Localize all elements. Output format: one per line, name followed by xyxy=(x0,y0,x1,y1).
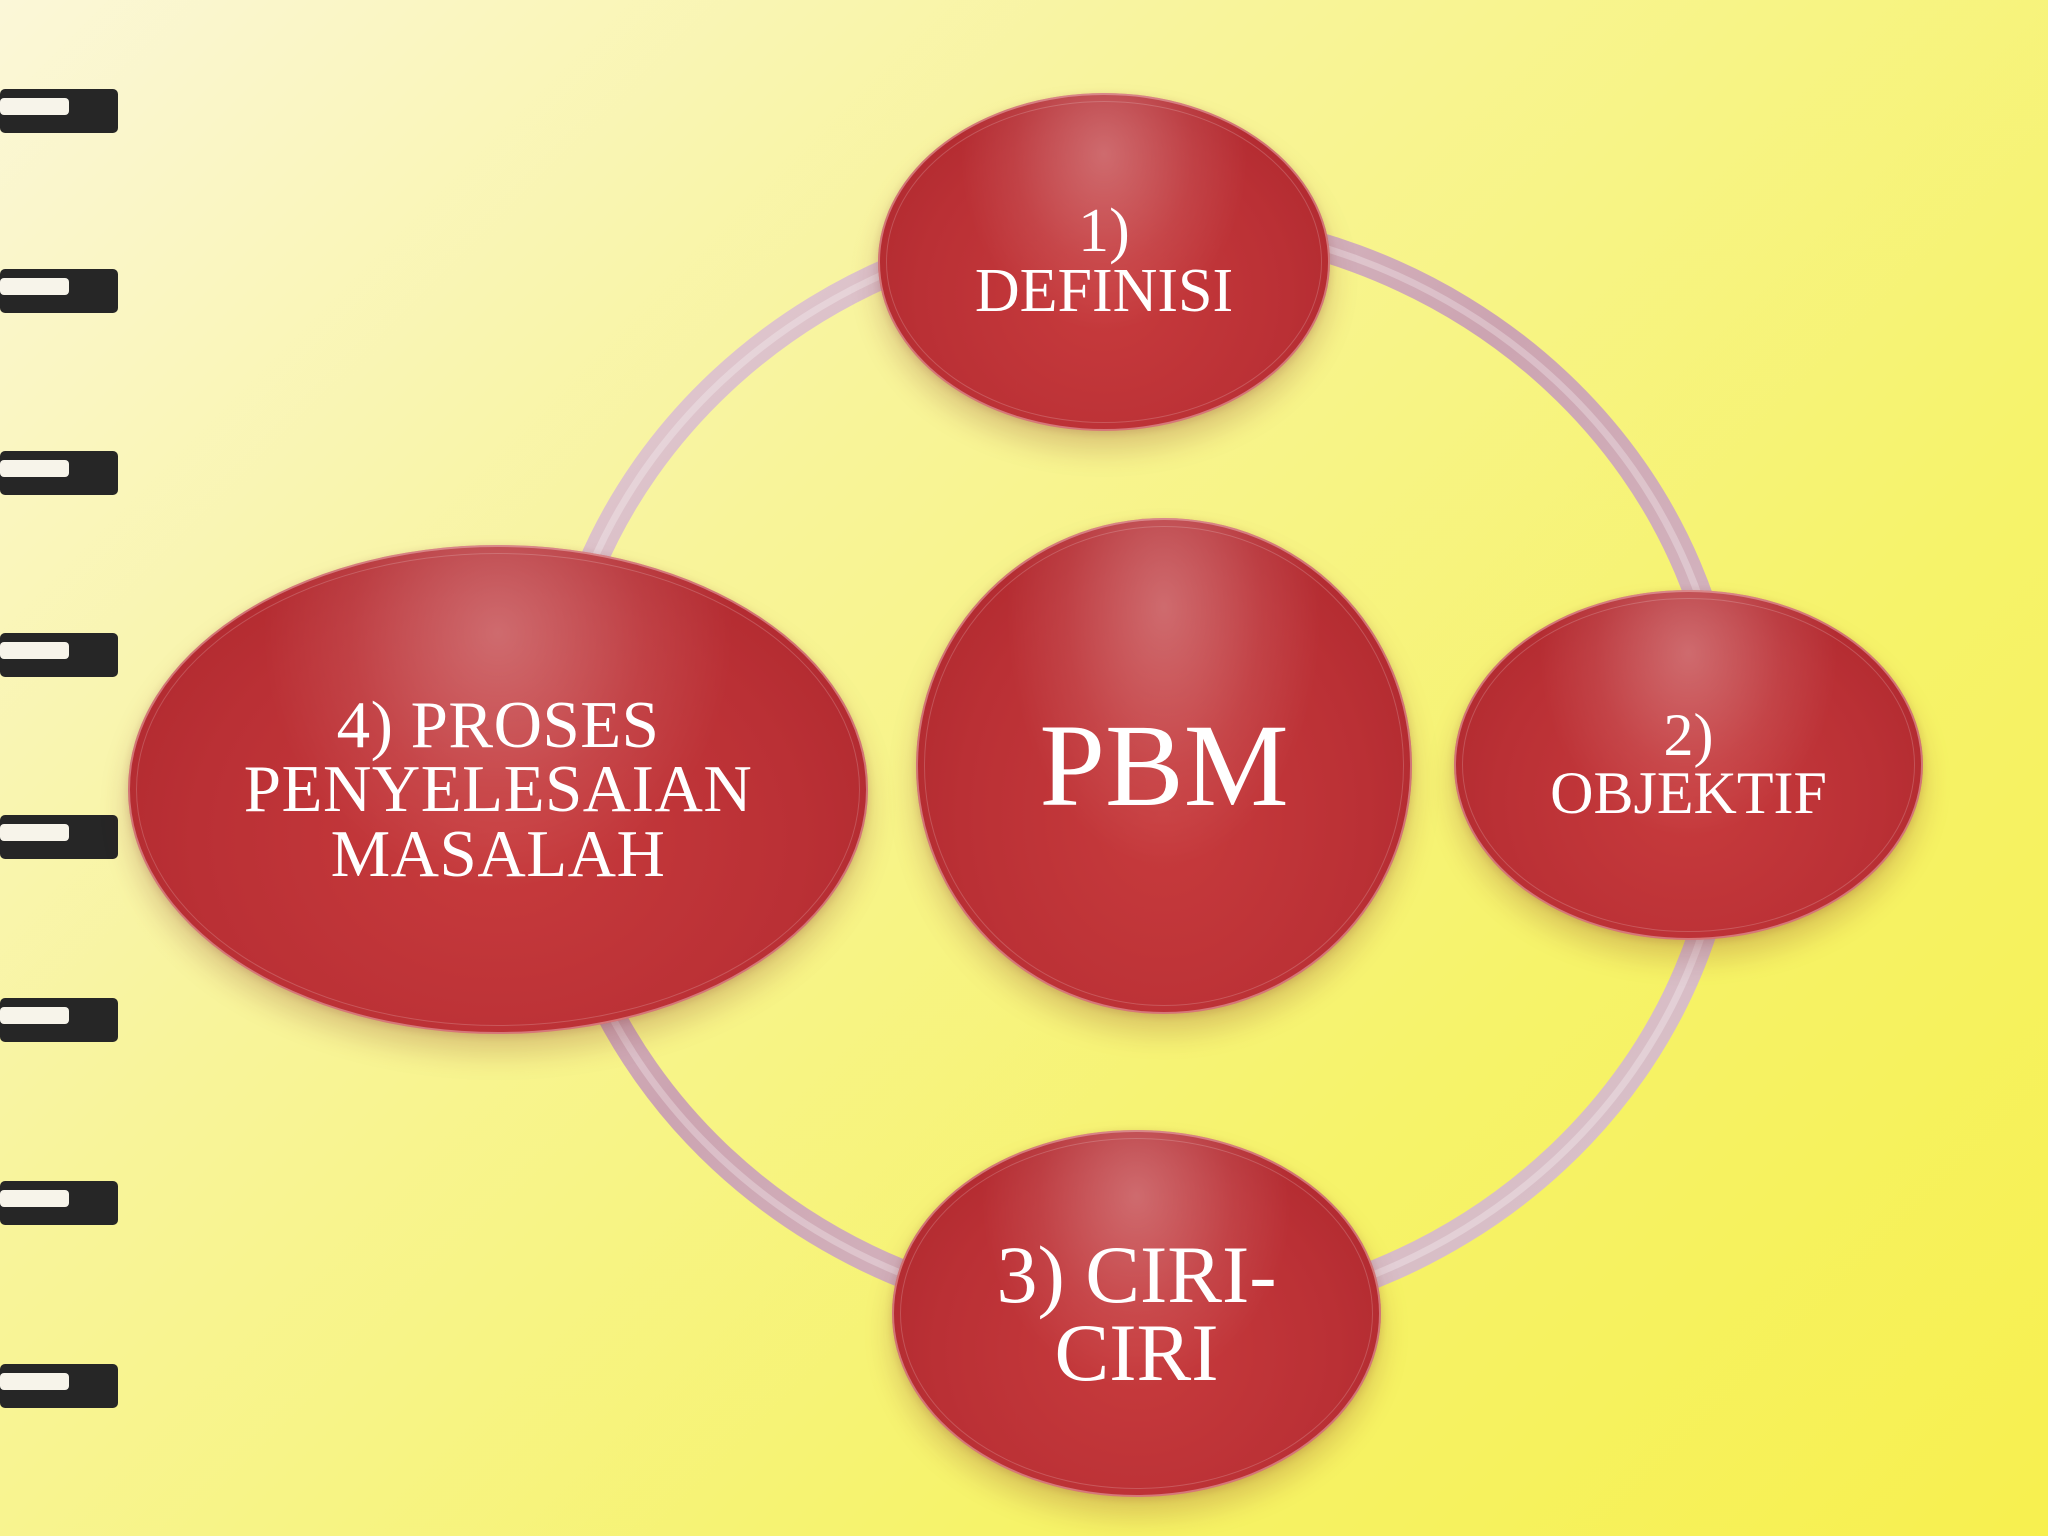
spiral-ring xyxy=(0,89,118,133)
spiral-ring xyxy=(0,998,118,1042)
spiral-rings xyxy=(0,89,118,1408)
notebook-spiral xyxy=(0,89,118,1408)
node-objektif-label: 2) OBJEKTIF xyxy=(1550,702,1827,826)
spiral-ring xyxy=(0,1181,118,1225)
node-ciri-ciri: 3) CIRI- CIRI xyxy=(892,1130,1381,1497)
node-proses-penyelesaian-masalah-label: 4) PROSES PENYELESAIAN MASALAH xyxy=(243,688,753,891)
spiral-ring xyxy=(0,1364,118,1408)
node-proses-penyelesaian-masalah: 4) PROSES PENYELESAIAN MASALAH xyxy=(128,545,868,1034)
spiral-ring xyxy=(0,269,118,313)
node-definisi-label: 1) DEFINISI xyxy=(974,197,1234,325)
node-definisi: 1) DEFINISI xyxy=(878,93,1330,431)
node-ciri-ciri-label: 3) CIRI- CIRI xyxy=(996,1228,1277,1398)
node-objektif: 2) OBJEKTIF xyxy=(1454,590,1923,940)
spiral-ring xyxy=(0,451,118,495)
spiral-ring xyxy=(0,815,118,859)
node-center-pbm-label: PBM xyxy=(1039,700,1289,831)
spiral-ring xyxy=(0,633,118,677)
node-center-pbm: PBM xyxy=(916,518,1412,1014)
